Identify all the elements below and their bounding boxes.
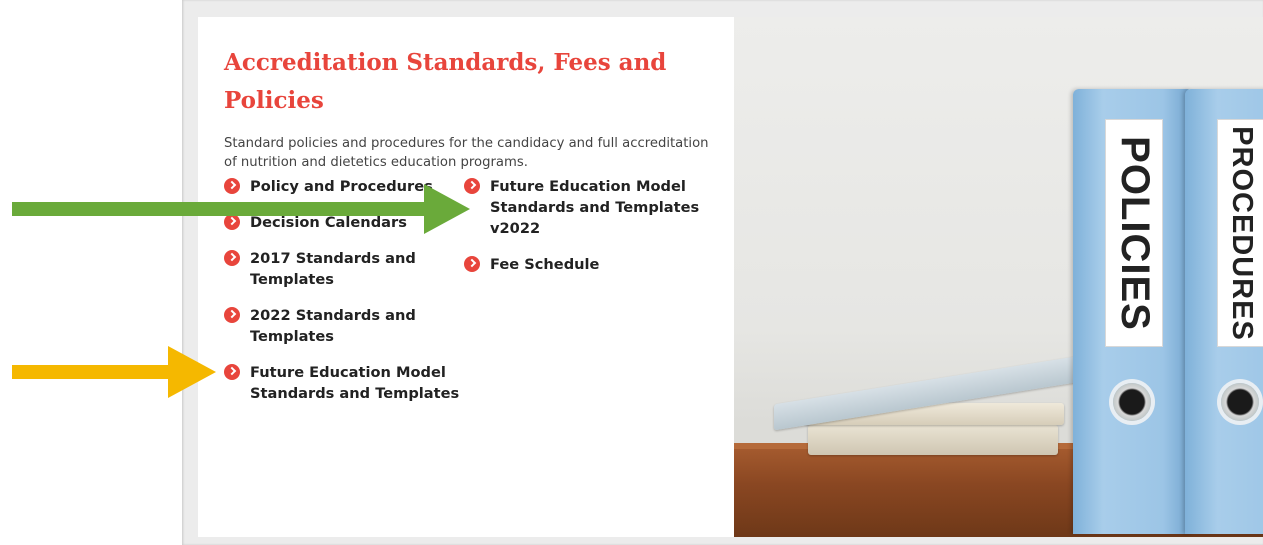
binder-procedures: PROCEDURES [1185, 89, 1263, 534]
yellow-arrow-icon [12, 346, 216, 398]
link-policy-and-procedures[interactable]: Policy and Procedures [224, 176, 464, 197]
binder-policies: POLICIES [1073, 89, 1193, 534]
chevron-right-icon [224, 178, 240, 194]
chevron-right-icon [224, 250, 240, 266]
link-lists: Policy and Procedures Decision Calendars… [224, 176, 734, 419]
link-decision-calendars[interactable]: Decision Calendars [224, 212, 464, 233]
chevron-right-icon [224, 214, 240, 230]
section-title: Accreditation Standards, Fees and Polici… [224, 49, 667, 114]
ring-hole [1113, 383, 1151, 421]
link-label: Future Education Model Standards and Tem… [490, 178, 700, 237]
link-label: 2022 Standards and Templates [250, 307, 416, 345]
link-2022-standards[interactable]: 2022 Standards and Templates [224, 305, 464, 347]
link-label: Decision Calendars [250, 214, 407, 231]
chevron-right-icon [464, 256, 480, 272]
link-label: 2017 Standards and Templates [250, 250, 416, 288]
text-panel: Accreditation Standards, Fees and Polici… [198, 17, 734, 537]
link-fee-schedule[interactable]: Fee Schedule [464, 254, 714, 275]
binders-photo: POLICIES PROCEDURES [734, 17, 1263, 537]
link-future-education-model[interactable]: Future Education Model Standards and Tem… [224, 362, 464, 404]
link-future-education-model-v2022[interactable]: Future Education Model Standards and Tem… [464, 176, 714, 239]
binder-label-text: PROCEDURES [1225, 125, 1258, 341]
ring-hole [1221, 383, 1259, 421]
link-2017-standards[interactable]: 2017 Standards and Templates [224, 248, 464, 290]
section-description: Standard policies and procedures for the… [224, 136, 709, 170]
binder-label-text: POLICIES [1112, 135, 1157, 331]
chevron-right-icon [224, 307, 240, 323]
green-arrow-icon [12, 184, 470, 234]
binder-label: PROCEDURES [1217, 119, 1263, 347]
accreditation-card: Accreditation Standards, Fees and Polici… [198, 17, 1263, 537]
link-label: Policy and Procedures [250, 178, 433, 195]
chevron-right-icon [464, 178, 480, 194]
link-list-left: Policy and Procedures Decision Calendars… [224, 176, 464, 419]
link-label: Fee Schedule [490, 256, 600, 273]
link-label: Future Education Model Standards and Tem… [250, 364, 460, 402]
binder-label: POLICIES [1105, 119, 1163, 347]
link-list-right: Future Education Model Standards and Tem… [464, 176, 714, 419]
chevron-right-icon [224, 364, 240, 380]
book [808, 425, 1058, 455]
